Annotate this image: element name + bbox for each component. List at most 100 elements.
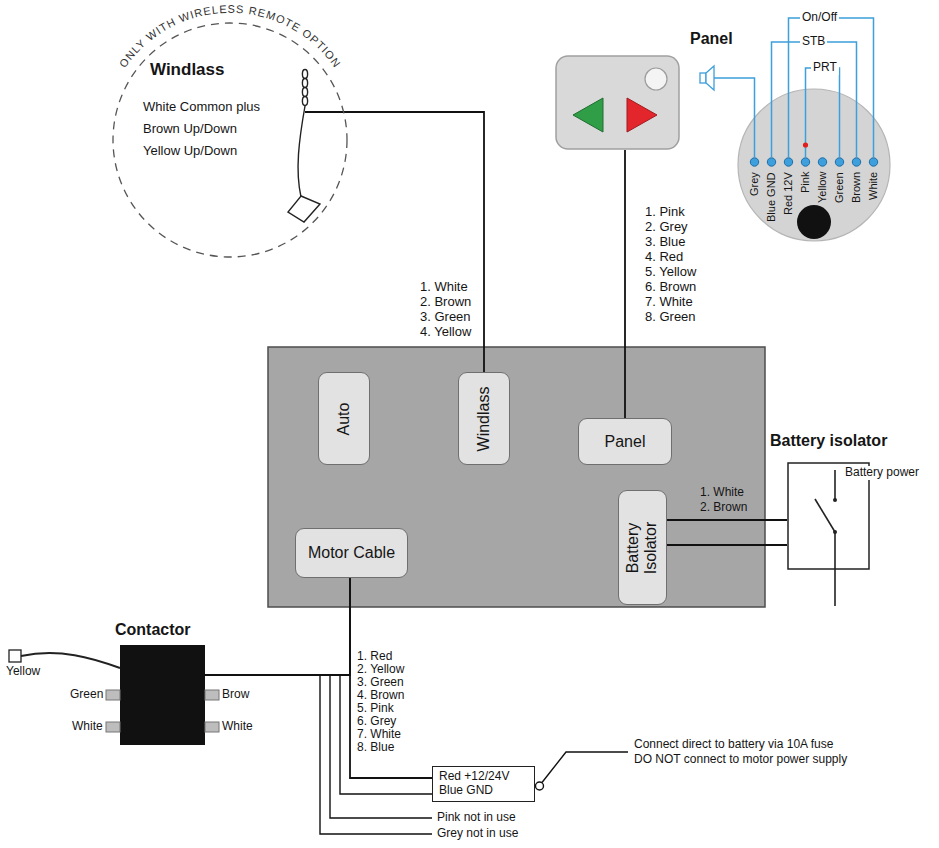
switch-bracket — [772, 42, 857, 157]
supply-note: Battery power — [843, 466, 921, 480]
pin-dot — [801, 158, 809, 166]
pin-name: Green — [833, 172, 846, 203]
pin-name: Brown — [850, 172, 863, 203]
chain-link — [302, 70, 307, 79]
terminal-name: White — [222, 720, 253, 734]
cable-gland — [797, 205, 831, 239]
battery-lead-wire — [542, 752, 628, 783]
wire-connector — [667, 544, 788, 546]
chain-link — [302, 79, 307, 88]
terminal-name: Yellow — [6, 665, 40, 679]
wire-connector — [350, 578, 432, 778]
install-note: DO NOT connect to motor power supply — [634, 753, 847, 767]
install-note: Connect direct to battery via 10A fuse — [634, 738, 833, 752]
wire-color: 8. Green — [645, 310, 696, 325]
wire-color: 4. Brown — [357, 689, 404, 703]
terminal-text: Blue GND — [439, 784, 528, 798]
switch-bracket — [806, 68, 840, 157]
anchor-shank — [298, 106, 305, 197]
pin-dot — [835, 158, 843, 166]
wire-color: 1. Pink — [645, 205, 685, 220]
key-dot — [803, 142, 808, 147]
isolator-housing — [788, 463, 869, 569]
node-outline: ONLY WITH WIRELESS REMOTE OPTION — [112, 22, 348, 258]
switch-contact — [833, 498, 837, 502]
wire-connector — [348, 112, 484, 372]
wire-color: 2. Grey — [645, 220, 688, 235]
wire-color: 4. Red — [645, 250, 683, 265]
pin-dot — [784, 158, 792, 166]
wire-color: 5. Pink — [357, 702, 394, 716]
switch-lead — [834, 470, 836, 606]
socket-box: Auto — [318, 372, 370, 465]
chain-link — [302, 97, 307, 106]
coil-terminal — [9, 650, 21, 662]
pin-dot — [750, 158, 758, 166]
anchor-fluke — [288, 196, 320, 222]
panel-body — [556, 56, 679, 149]
wire-color: 8. Blue — [357, 741, 394, 755]
battery-isolator-switch: Battery isolator — [787, 462, 870, 570]
pin-name: Blue GND — [765, 172, 778, 222]
node-outline — [120, 645, 205, 745]
wire-color: 1. White — [700, 486, 744, 500]
wire-color: 5. Yellow — [645, 265, 696, 280]
terminal-text: Red +12/24V — [439, 770, 528, 784]
contactor-art — [106, 645, 219, 745]
power-button — [645, 68, 667, 90]
windlass-region: ONLY WITH WIRELESS REMOTE OPTIONWindlass… — [112, 22, 348, 258]
node-outline — [787, 462, 870, 570]
buzzer-wire — [714, 78, 755, 157]
switch-bracket — [789, 18, 874, 157]
pin-dot — [818, 158, 826, 166]
terminal-name: White — [72, 720, 103, 734]
wire-color: 1. White — [420, 280, 468, 295]
contactor-terminal — [205, 690, 219, 700]
wire-connector — [205, 578, 350, 675]
socket-box: Battery Isolator — [618, 490, 667, 605]
buzzer-symbol — [706, 66, 714, 90]
wire-color: 1. Red — [357, 650, 392, 664]
wire-color: 6. Grey — [357, 715, 396, 729]
wire-function: Yellow Up/Down — [143, 144, 237, 159]
wire-color: 6. Brown — [645, 280, 696, 295]
connector-face — [738, 89, 890, 241]
wire-function: White Common plus — [143, 100, 260, 115]
signal-name: On/Off — [800, 11, 839, 25]
connector-art — [700, 18, 890, 241]
wire-color: 3. Green — [357, 676, 404, 690]
node-outline — [738, 89, 890, 241]
pin-name: White — [867, 172, 880, 200]
wire-connector — [667, 519, 788, 521]
pin-name: Grey — [748, 172, 761, 196]
pin-name: Pink — [799, 172, 812, 193]
pin-name: Yellow — [816, 172, 829, 203]
wire-connector — [624, 150, 626, 418]
socket-name: Panel — [605, 432, 646, 450]
contactor-block: Contactor — [120, 645, 205, 745]
socket-box: Windlass — [458, 372, 510, 465]
wire-function: Brown Up/Down — [143, 122, 237, 137]
coil-wire — [21, 653, 120, 668]
contactor-terminal — [106, 722, 120, 732]
heading: Panel — [690, 30, 733, 48]
pin-dot — [767, 158, 775, 166]
pin-dot — [869, 158, 877, 166]
signal-name: STB — [800, 35, 827, 49]
socket-box: Motor Cable — [295, 528, 408, 578]
wire-color: 3. Blue — [645, 235, 685, 250]
contactor-body — [120, 645, 205, 745]
contactor-terminal — [205, 722, 219, 732]
wire-note: Grey not in use — [437, 827, 518, 841]
option-boundary — [113, 23, 347, 257]
switch-contact — [833, 530, 837, 534]
wire-color: 2. Yellow — [357, 663, 404, 677]
socket-name: Auto — [335, 402, 353, 435]
wire-note: Pink not in use — [437, 811, 516, 825]
starboard-button — [627, 98, 657, 132]
signal-name: PRT — [811, 61, 839, 75]
